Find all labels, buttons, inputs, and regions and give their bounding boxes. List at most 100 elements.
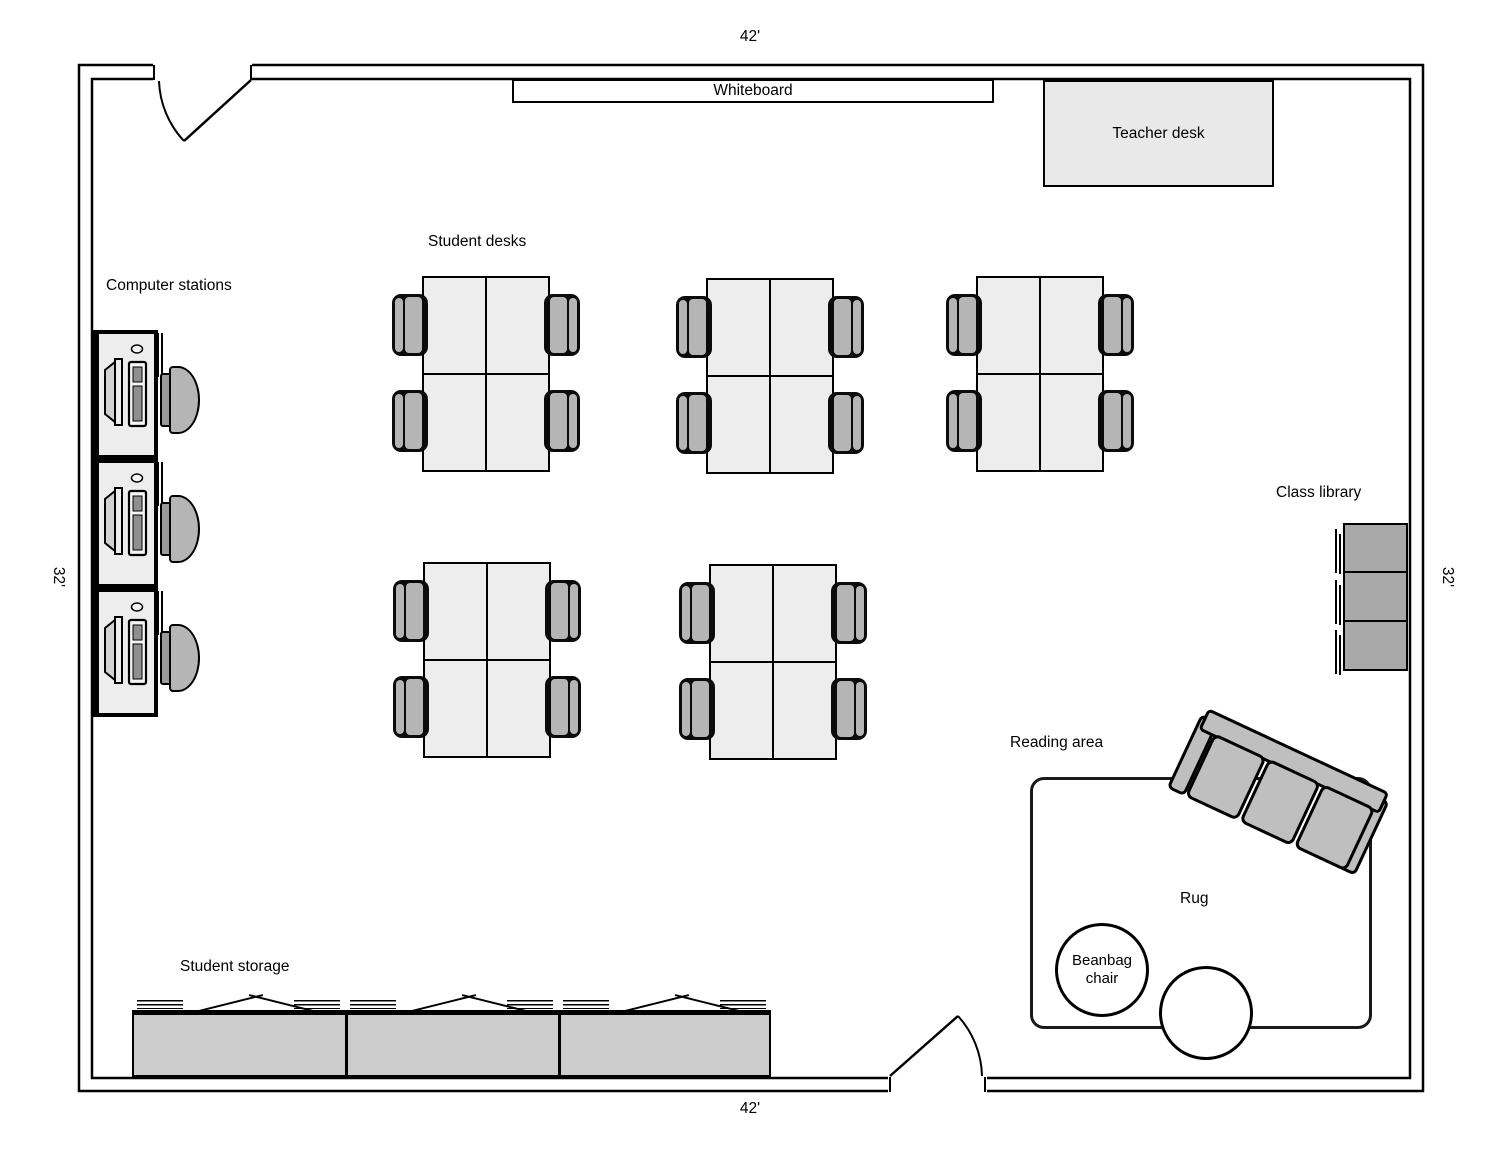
computer-chair[interactable] — [160, 624, 200, 692]
whiteboard[interactable]: Whiteboard — [512, 79, 994, 103]
computer-station-3[interactable] — [92, 588, 158, 717]
shelf-front-line — [1335, 630, 1337, 674]
door-jambs — [153, 65, 986, 1092]
teacher-desk[interactable]: Teacher desk — [1043, 80, 1274, 187]
computer-icon — [104, 473, 148, 557]
chair[interactable] — [393, 580, 429, 642]
cubby-hatch — [507, 1000, 553, 1009]
chair[interactable] — [544, 294, 580, 356]
student-desk[interactable] — [1039, 373, 1104, 472]
rug-label: Rug — [1180, 890, 1209, 907]
chair[interactable] — [1098, 294, 1134, 356]
chair[interactable] — [831, 678, 867, 740]
computer-icon — [104, 344, 148, 428]
chair[interactable] — [545, 580, 581, 642]
student-desk[interactable] — [772, 564, 837, 663]
computer-icon — [104, 602, 148, 686]
student-desk[interactable] — [422, 373, 487, 472]
door-top-leaf — [183, 79, 252, 142]
student-desk[interactable] — [769, 375, 834, 474]
student-desk[interactable] — [772, 661, 837, 760]
student-desk[interactable] — [706, 375, 771, 474]
chair[interactable] — [946, 390, 982, 452]
student-desk[interactable] — [485, 373, 550, 472]
teacher-desk-label: Teacher desk — [1112, 124, 1205, 142]
student-desk[interactable] — [709, 661, 774, 760]
storage-divider — [345, 1015, 348, 1075]
class-library-label: Class library — [1276, 484, 1362, 501]
beanbag-chair-label: Beanbag chair — [1071, 952, 1133, 987]
shelf-front-line — [1339, 635, 1341, 675]
student-desk[interactable] — [423, 659, 488, 758]
bookshelf[interactable] — [1343, 522, 1408, 574]
bookshelf[interactable] — [1343, 571, 1408, 622]
station-divider-line — [161, 462, 163, 506]
chair[interactable] — [676, 392, 712, 454]
computer-station-2[interactable] — [92, 459, 158, 588]
computer-chair[interactable] — [160, 495, 200, 563]
cubby-hatch — [137, 1000, 183, 1009]
computer-station-1[interactable] — [92, 330, 158, 459]
station-divider-line — [161, 333, 163, 377]
student-desk[interactable] — [706, 278, 771, 377]
chair[interactable] — [392, 294, 428, 356]
chair[interactable] — [393, 676, 429, 738]
student-desk[interactable] — [486, 659, 551, 758]
student-storage-unit[interactable] — [132, 1010, 771, 1077]
desk-group-5[interactable] — [679, 564, 867, 760]
dimension-left: 32' — [50, 566, 67, 588]
cubby-hatch — [563, 1000, 609, 1009]
door-bottom-leaf — [889, 1015, 959, 1077]
student-desk[interactable] — [976, 373, 1041, 472]
class-library-shelves[interactable] — [1343, 522, 1408, 671]
chair[interactable] — [1098, 390, 1134, 452]
computer-chair[interactable] — [160, 366, 200, 434]
chair[interactable] — [392, 390, 428, 452]
reading-area-label: Reading area — [1010, 734, 1104, 751]
cubby-hatch — [294, 1000, 340, 1009]
shelf-front-line — [1339, 585, 1341, 625]
storage-divider — [558, 1015, 561, 1075]
bookshelf[interactable] — [1343, 619, 1408, 671]
chair[interactable] — [679, 582, 715, 644]
desk-group-3[interactable] — [946, 276, 1134, 472]
student-desk[interactable] — [423, 562, 488, 661]
chair[interactable] — [679, 678, 715, 740]
student-desks-label: Student desks — [428, 233, 527, 250]
desk-group-4[interactable] — [393, 562, 581, 758]
door-gap-top — [153, 62, 252, 82]
chair[interactable] — [676, 296, 712, 358]
outer-wall — [77, 63, 1425, 1093]
student-desk[interactable] — [976, 276, 1041, 375]
student-desk[interactable] — [709, 564, 774, 663]
desk-group-1[interactable] — [392, 276, 580, 472]
computer-stations-label: Computer stations — [106, 277, 232, 294]
student-desk[interactable] — [486, 562, 551, 661]
shelf-front-line — [1335, 580, 1337, 624]
station-divider-line — [157, 591, 159, 635]
desk-group-2[interactable] — [676, 278, 864, 474]
door-bottom-swing-arc — [957, 1015, 983, 1077]
dimension-bottom: 42' — [739, 1100, 761, 1117]
station-divider-line — [157, 333, 159, 377]
student-desk[interactable] — [769, 278, 834, 377]
student-storage-label: Student storage — [180, 958, 290, 975]
student-desk[interactable] — [422, 276, 487, 375]
beanbag-chair[interactable]: Beanbag chair — [1055, 923, 1149, 1017]
chair[interactable] — [831, 582, 867, 644]
dimension-right: 32' — [1439, 566, 1456, 588]
student-desk[interactable] — [1039, 276, 1104, 375]
cubby-hatch — [350, 1000, 396, 1009]
chair[interactable] — [828, 296, 864, 358]
chair[interactable] — [828, 392, 864, 454]
beanbag-chair-2[interactable] — [1159, 966, 1253, 1060]
student-desk[interactable] — [485, 276, 550, 375]
chair[interactable] — [545, 676, 581, 738]
chair[interactable] — [946, 294, 982, 356]
chair[interactable] — [544, 390, 580, 452]
door-gap-bottom — [888, 1075, 987, 1094]
shelf-front-line — [1335, 529, 1337, 573]
whiteboard-label: Whiteboard — [713, 82, 793, 99]
cubby-hatch — [720, 1000, 766, 1009]
